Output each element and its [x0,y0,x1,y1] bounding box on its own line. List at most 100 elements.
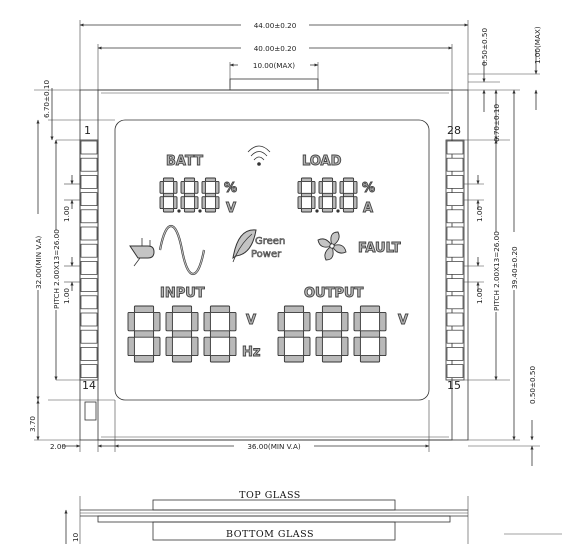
sine-wave-icon [158,225,206,275]
output-digit-3 [353,305,387,363]
batt-digit-1 [159,177,178,213]
load-amp-unit: A [363,201,373,216]
right-dimensions: 6.70±0.10 PITCH 2.00X13=26.00 39.40±0.20… [464,26,542,466]
right-pin-5 [446,209,464,224]
dim-side-height: 10 [71,532,80,542]
pin-label-15: 15 [447,379,461,392]
batt-percent-sign: % [224,181,237,196]
left-pin-4 [80,192,98,206]
left-pin-11 [80,312,98,327]
dim-pitch-right: PITCH 2.00X13=26.00 [492,231,501,311]
input-digit-2 [165,305,199,363]
dim-pin-width-left-bottom: 1.00 [62,288,71,304]
dim-pin-width-left-top: 1.00 [62,206,71,222]
label-top-glass: TOP GLASS [239,490,301,501]
pin-label-28: 28 [447,124,461,137]
output-digits [277,305,387,363]
view-area [114,119,430,401]
batt-digits [159,177,220,213]
dim-view-height: 32.00(MIN V.A) [34,235,43,289]
input-digits [127,305,237,363]
right-pin-13 [446,347,464,361]
dim-top-offset-right: 6.70±0.10 [492,104,501,142]
dim-left-margin: 2.00 [50,442,66,451]
left-pin-6 [80,226,98,241]
output-digit-2 [315,305,349,363]
right-pin-12 [446,329,464,344]
right-pins [445,139,465,381]
left-pins [79,139,99,381]
left-pin-12 [80,329,98,344]
label-input: INPUT [160,286,205,301]
load-digit-3 [339,177,358,213]
pin-label-1: 1 [84,124,91,137]
dim-pin-width-right-bottom: 1.00 [475,288,484,304]
load-digits [297,177,358,213]
left-pin-7 [80,243,98,258]
dim-glass-width: 40.00±0.20 [254,44,297,53]
label-batt: BATT [166,154,203,169]
label-power: Power [251,249,282,260]
wifi-icon [247,145,271,166]
dim-gap-bottom-right: 0.50±0.50 [528,366,537,404]
output-digit-1 [277,305,311,363]
left-pin-5 [80,209,98,224]
left-pin-10 [80,295,98,310]
left-pin-14 [80,364,98,378]
output-volt-unit: V [398,313,408,328]
right-pin-1 [446,140,464,155]
batt-digit-3 [201,177,220,213]
bottom-dimensions: 2.00 36.00(MIN V.A) [50,400,430,452]
dim-overall-height: 39.40±0.20 [510,246,519,289]
load-digit-dot-2 [336,209,340,213]
pin-label-14: 14 [82,379,96,392]
right-pin-7 [446,243,464,258]
right-pin-3 [446,175,464,189]
label-fault: FAULT [358,241,401,256]
load-percent-sign: % [362,181,375,196]
leaf-icon [232,229,257,263]
input-digit-3 [203,305,237,363]
lcd-segments: BATT LOAD % V % A Green Power [127,145,409,363]
dim-pin-width-right-top: 1.00 [475,206,484,222]
plug-icon [129,238,155,267]
label-green: Green [255,236,285,247]
dim-pitch-left: PITCH 2.00X13=26.00 [52,229,61,309]
input-volt-unit: V [246,313,256,328]
left-pin-3 [80,175,98,189]
batt-digit-dot-1 [177,209,181,213]
load-digit-dot-1 [315,209,319,213]
left-dimensions: 6.70±0.10 32.00(MIN V.A) PITCH 2.00X13=2… [28,80,115,441]
label-output: OUTPUT [304,286,364,301]
batt-digit-dot-2 [198,209,202,213]
dim-view-width: 36.00(MIN V.A) [247,442,301,451]
input-digit-1 [127,305,161,363]
load-digit-1 [297,177,316,213]
input-hz-unit: Hz [242,345,260,360]
right-pin-6 [446,226,464,241]
dim-thickness: 1.00(MAX) [533,26,542,64]
dim-overall-width: 44.00±0.20 [254,21,297,30]
left-pin-1 [80,140,98,155]
dim-bottom-offset: 3.70 [28,416,37,432]
label-bottom-glass: BOTTOM GLASS [226,529,314,540]
right-pin-9 [446,278,464,292]
dim-gap-top-right: 0.50±0.50 [480,28,489,66]
label-load: LOAD [302,154,342,169]
top-dimensions: 44.00±0.20 40.00±0.20 10.00(MAX) [79,20,469,90]
left-pin-13 [80,347,98,361]
right-pin-14 [446,364,464,378]
right-pin-10 [446,295,464,310]
right-pin-4 [446,192,464,206]
dim-tab-width: 10.00(MAX) [253,61,295,70]
right-pin-2 [446,157,464,172]
batt-volt-unit: V [226,201,236,216]
side-view: TOP GLASS BOTTOM GLASS 10 [64,490,562,544]
load-digit-2 [318,177,337,213]
right-pin-8 [446,261,464,275]
fan-icon [317,231,347,261]
left-pin-8 [80,261,98,275]
left-pin-9 [80,278,98,292]
right-pin-11 [446,312,464,327]
